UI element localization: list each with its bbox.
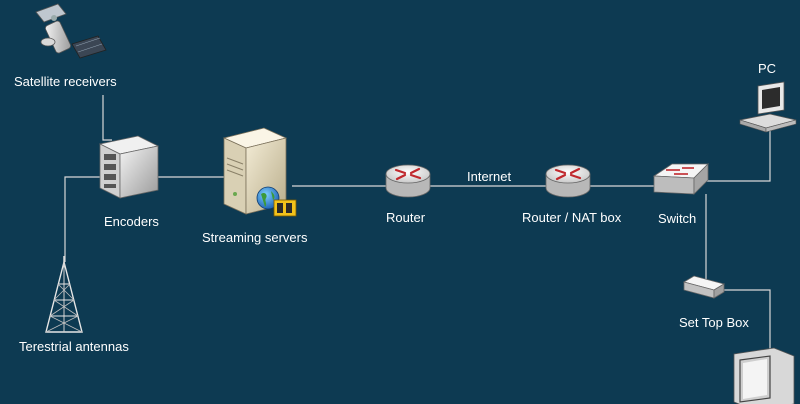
router-nat-label: Router / NAT box: [522, 210, 622, 225]
switch-label: Switch: [658, 211, 697, 226]
pc-label: PC: [758, 61, 777, 76]
router-nat-icon: [545, 164, 591, 198]
server-rack-icon: [98, 135, 160, 199]
terestrial-antennas-label: Terestrial antennas: [19, 339, 129, 354]
link-antenna-encoders: [64, 176, 102, 262]
set-top-box-icon: [682, 275, 726, 299]
media-film-icon: [273, 199, 297, 217]
streaming-servers-label: Streaming servers: [202, 230, 308, 245]
set-top-box-label: Set Top Box: [679, 315, 749, 330]
television-icon: [733, 347, 795, 404]
desktop-pc-icon: [739, 81, 797, 133]
link-settop-tv: [722, 289, 771, 350]
satellite-icon: [35, 3, 107, 59]
encoders-label: Encoders: [104, 214, 159, 229]
connections: [64, 95, 771, 350]
internet-link-label: Internet: [467, 169, 512, 184]
antenna-tower-icon: [45, 256, 83, 333]
link-satellite-encoders: [102, 95, 112, 141]
satellite-receivers-label: Satellite receivers: [14, 74, 117, 89]
network-switch-icon: [652, 163, 709, 195]
router-label: Router: [386, 210, 426, 225]
globe-icon: [256, 186, 280, 210]
router-icon: [385, 164, 431, 198]
link-switch-pc: [706, 122, 771, 182]
